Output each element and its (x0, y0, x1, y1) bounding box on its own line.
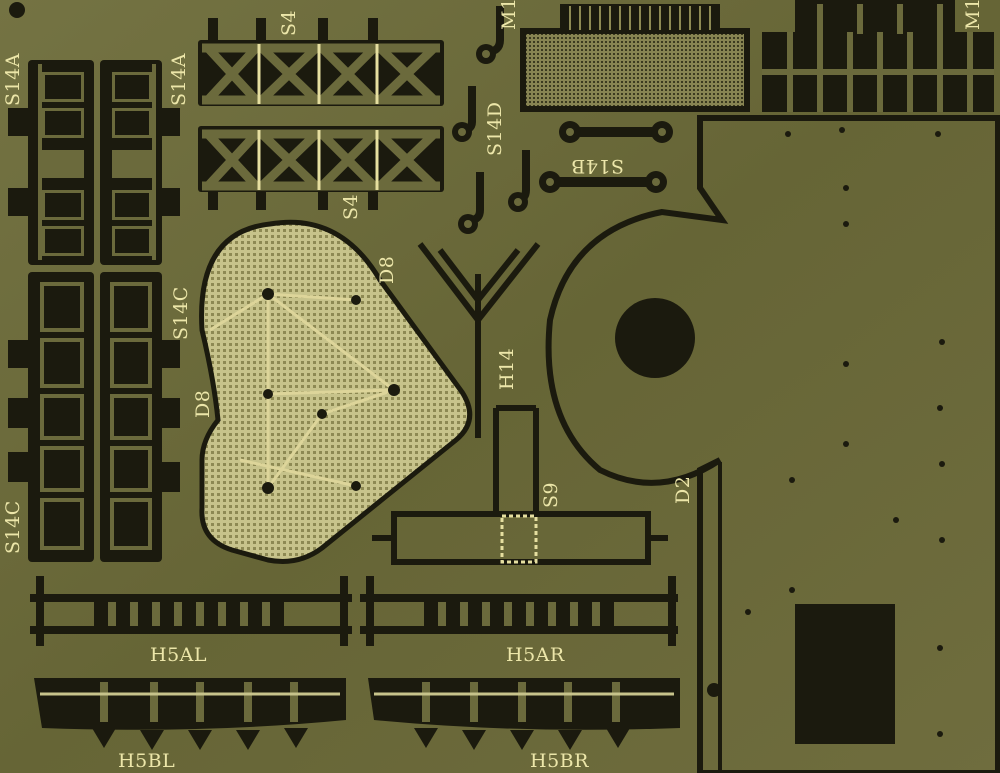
label-s4-top: S4 (278, 9, 300, 36)
label-s4-bottom: S4 (340, 193, 362, 220)
label-h14: H14 (496, 347, 518, 390)
label-d2: D2 (672, 475, 694, 504)
part-s14a (8, 60, 180, 265)
part-d2 (545, 115, 1000, 773)
label-m10: M10 (962, 0, 984, 30)
label-s14d: S14D (484, 101, 506, 156)
part-m10 (762, 0, 994, 112)
label-s14a-left: S14A (2, 53, 24, 106)
part-s14c (8, 272, 180, 562)
label-h5al: H5AL (150, 644, 207, 666)
label-h5br: H5BR (530, 750, 589, 772)
label-s14b: S14B (570, 155, 624, 177)
part-s14b (539, 121, 673, 193)
label-s14a-right: S14A (168, 53, 190, 106)
label-s9: S9 (540, 481, 562, 508)
label-s14c-left: S14C (2, 500, 24, 554)
part-d8 (199, 219, 473, 564)
label-s14c-right: S14C (170, 286, 192, 340)
part-s4 (198, 18, 444, 210)
part-h5b (34, 678, 680, 750)
label-m1: M1 (498, 0, 520, 30)
corner-hole (9, 2, 25, 18)
label-d8-left: D8 (192, 389, 214, 418)
part-m1 (520, 4, 750, 112)
label-h5ar: H5AR (506, 644, 565, 666)
part-h14 (417, 242, 541, 438)
label-h5bl: H5BL (118, 750, 176, 772)
part-s9 (372, 405, 668, 565)
label-d8-top: D8 (376, 255, 398, 284)
part-h5a (30, 576, 678, 646)
